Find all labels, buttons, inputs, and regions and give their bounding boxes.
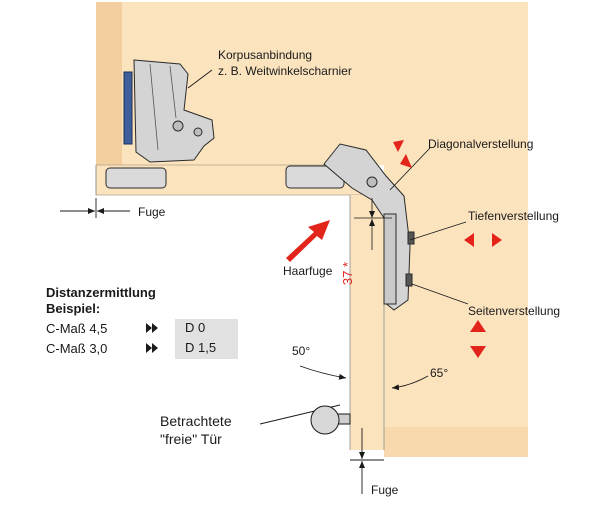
free-door-panel [350,195,384,450]
angle-65-label: 65° [430,366,449,380]
bottom-panel [384,427,528,457]
hinge-arm [133,59,215,163]
corpus-hinge [105,59,215,189]
fuge-bottom-marker [350,428,384,494]
angle-50-label: 50° [292,344,311,358]
hinge-cup [105,167,167,189]
cabinet-side-panel [384,2,528,427]
distance-row-label: C-Maß 4,5 [46,321,108,336]
korpus-label-line1: Korpusanbindung [218,48,313,62]
fuge-bottom-label: Fuge [371,483,399,497]
distance-row-value: D 1,5 [175,339,238,359]
fuge-top-marker [60,198,130,218]
depth-arrow-right-icon [492,233,502,247]
angle-arcs [299,365,429,391]
diagonal-arrow-down-icon [400,154,412,168]
cabinet-left-wall [96,2,122,165]
diagonal-arrow-up-icon [393,140,404,152]
distance-subtitle: Beispiel: [46,301,101,316]
tiefen-label: Tiefenverstellung [468,209,559,223]
seiten-label: Seitenverstellung [468,304,561,318]
distance-row-value: D 0 [175,319,238,339]
diagonal-label: Diagonalverstellung [428,137,534,151]
korpus-label-line2: z. B. Weitwinkelscharnier [218,64,352,78]
mounting-plate-right [383,213,397,305]
distance-row-label: C-Maß 3,0 [46,341,108,356]
door-label-line2: "freie" Tür [160,431,222,447]
haarfuge-label: Haarfuge [283,264,333,278]
door-knob [310,405,351,435]
side-arrow-up-icon [470,320,486,332]
dimension-37 [354,198,392,250]
side-arrow-down-icon [470,346,486,358]
dimension-37-label: 37 * [340,261,356,286]
mounting-plate [123,71,133,145]
double-arrow-icon-2 [146,343,158,353]
adjustment-arrows [286,140,502,358]
door-label-line1: Betrachtete [160,413,232,429]
haarfuge-arrow-icon [286,220,330,262]
distance-arrows [146,323,158,353]
depth-arrow-left-icon [464,233,474,247]
distance-title: Distanzermittlung [46,285,156,300]
knob-icon [310,405,340,435]
door-hinge [285,143,415,311]
fuge-top-label: Fuge [138,205,166,219]
double-arrow-icon-1 [146,323,158,333]
